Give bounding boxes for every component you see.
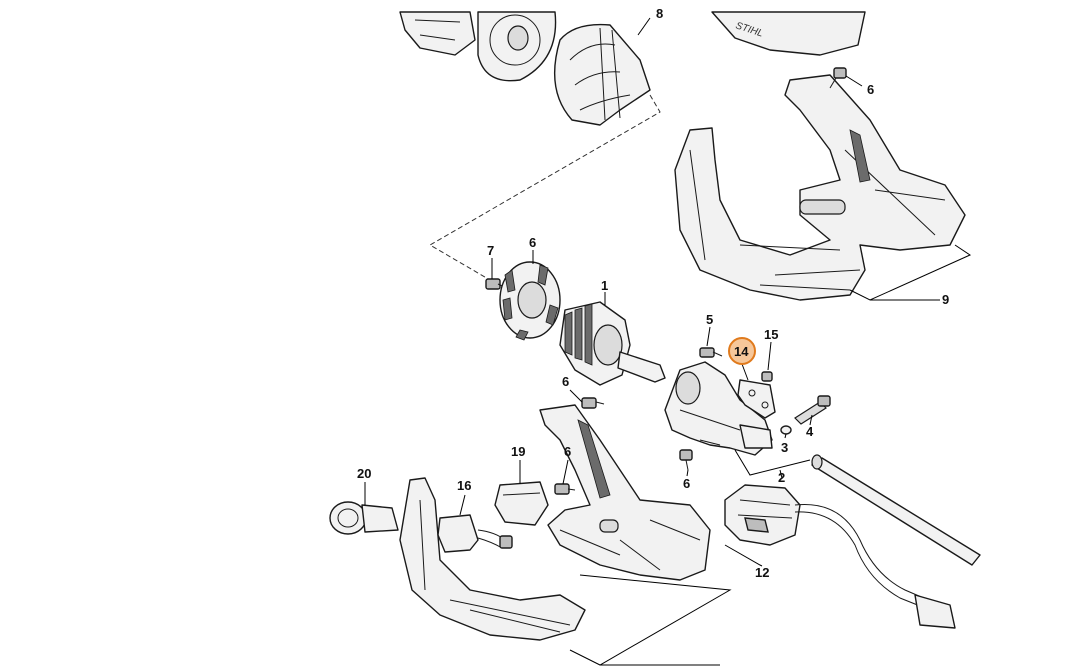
- callout-5: 5: [706, 312, 713, 327]
- part-15-plate: [737, 379, 776, 419]
- part-16-screw: [761, 371, 773, 382]
- callout-14: 12: [755, 565, 769, 580]
- part-1-motor-rotor: [559, 301, 666, 386]
- callout-16: 15: [764, 327, 778, 342]
- part-12-handle-housing-right: [674, 74, 966, 301]
- callout-9: 8: [656, 6, 663, 21]
- callout-6-bottom: 6: [683, 476, 690, 491]
- callout-20: 19: [511, 444, 525, 459]
- part-6-screw-bottom: [679, 449, 693, 471]
- callout-15: 14: [734, 344, 749, 359]
- callout-labels: 8 6 9 7 6 1 5 15 14 6 3 4 2 6 19 6 16 20…: [357, 6, 949, 580]
- callout-1: 1: [601, 278, 608, 293]
- fan-housing-top: [399, 11, 557, 82]
- part-5-screw: [699, 347, 723, 358]
- part-9-fan-cover: [554, 23, 651, 126]
- assembly-guide-top: [429, 94, 661, 281]
- part-8-screw: [485, 278, 507, 290]
- callout-6-left: 6: [564, 444, 571, 459]
- part-4-bolt: [794, 395, 831, 425]
- part-3-washer: [780, 425, 792, 435]
- handle-housing-middle: [539, 404, 711, 581]
- part-21-eyelet: [329, 501, 399, 535]
- part-7-fan-wheel: [499, 261, 561, 341]
- callout-15-highlight: [728, 337, 756, 365]
- callout-6-mid: 6: [562, 374, 569, 389]
- part-6-screw-top: [829, 67, 847, 89]
- gear-housing: [664, 361, 773, 456]
- part-20-clip: [494, 481, 549, 526]
- callout-12: 9: [942, 292, 949, 307]
- callout-21: 20: [357, 466, 371, 481]
- leader-lines: [364, 17, 972, 666]
- top-cover: STIHL: [711, 11, 866, 56]
- callout-4: 4: [806, 424, 814, 439]
- callout-19: 16: [457, 478, 471, 493]
- callout-8: 7: [487, 243, 494, 258]
- callout-6-top: 6: [867, 82, 874, 97]
- callout-2: 2: [778, 470, 785, 485]
- callout-3: 3: [781, 440, 788, 455]
- callout-7: 6: [529, 235, 536, 250]
- part-14-switch-harness: [724, 484, 956, 629]
- part-6-screw-mid: [581, 397, 605, 409]
- part-2-shaft-tube: [811, 454, 981, 566]
- part-6-screw-left: [554, 483, 576, 495]
- part-19-socket: [437, 514, 513, 553]
- handle-housing-left: [399, 477, 586, 641]
